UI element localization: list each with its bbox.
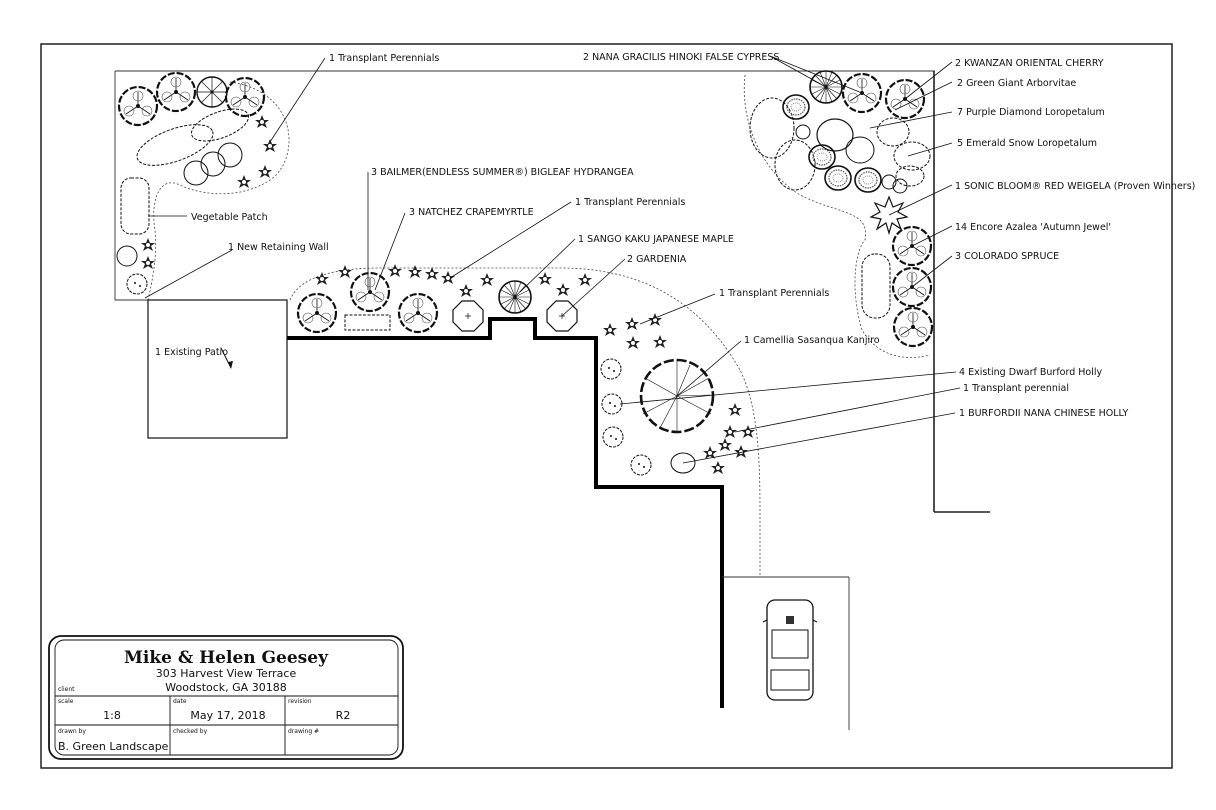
existing-patio: [147, 299, 288, 439]
label-existing-patio: 1 Existing Patio: [155, 347, 228, 358]
scale-value: 1:8: [103, 709, 121, 722]
property-lines: [114, 70, 990, 513]
label-sonic-bloom: 1 SONIC BLOOM® RED WEIGELA (Proven Winne…: [955, 181, 1195, 192]
label-green-giant: 2 Green Giant Arborvitae: [957, 78, 1076, 89]
label-emerald-snow: 5 Emerald Snow Loropetalum: [957, 138, 1097, 149]
revision-caption: revision: [288, 698, 312, 705]
scale-caption: scale: [58, 698, 74, 705]
address-line-2: Woodstock, GA 30188: [165, 681, 286, 694]
address-line-1: 303 Harvest View Terrace: [156, 667, 297, 680]
drawn-by-caption: drawn by: [58, 728, 86, 735]
car: [762, 599, 818, 701]
leader-lines: [144, 55, 961, 464]
label-colorado-spruce: 3 COLORADO SPRUCE: [955, 251, 1059, 262]
plant-labels: 1 Transplant Perennials Vegetable Patch …: [155, 52, 1195, 419]
drawing-number-caption: drawing #: [288, 728, 319, 735]
planting-beds: [147, 74, 931, 575]
label-gardenia: 2 GARDENIA: [627, 254, 687, 265]
label-kwanzan-cherry: 2 KWANZAN ORIENTAL CHERRY: [955, 58, 1104, 69]
label-purple-diamond: 7 Purple Diamond Loropetalum: [957, 107, 1105, 118]
sheet-border: [40, 43, 1173, 769]
title-block: Mike & Helen Geesey 303 Harvest View Ter…: [48, 635, 404, 760]
date-caption: date: [173, 698, 187, 705]
label-camellia: 1 Camellia Sasanqua Kanjiro: [744, 335, 880, 346]
middle-plantings: [296, 264, 667, 349]
label-transplant-perennial: 1 Transplant perennial: [963, 383, 1069, 394]
top-left-plantings: [116, 71, 277, 295]
label-natchez-crapemyrtle: 3 NATCHEZ CRAPEMYRTLE: [409, 207, 534, 218]
drawn-by-value: B. Green Landscape: [58, 740, 169, 753]
client-name: Mike & Helen Geesey: [124, 648, 329, 668]
label-dwarf-burford: 4 Existing Dwarf Burford Holly: [959, 367, 1103, 378]
label-sango-kaku-maple: 1 SANGO KAKU JAPANESE MAPLE: [578, 234, 734, 245]
driveway: [722, 576, 850, 730]
checked-by-caption: checked by: [173, 728, 208, 735]
label-vegetable-patch: Vegetable Patch: [191, 212, 268, 223]
right-plantings: [749, 70, 934, 348]
revision-value: R2: [336, 709, 351, 722]
label-new-retaining-wall: 1 New Retaining Wall: [228, 242, 329, 253]
retaining-wall: [287, 317, 724, 708]
label-transplant-perennials-mid: 1 Transplant Perennials: [575, 197, 685, 208]
camellia-area: [600, 358, 755, 476]
label-nana-gracilis: 2 NANA GRACILIS HINOKI FALSE CYPRESS: [583, 52, 779, 63]
label-encore-azalea: 14 Encore Azalea 'Autumn Jewel': [955, 222, 1111, 233]
date-value: May 17, 2018: [190, 709, 265, 722]
label-burfordii-holly: 1 BURFORDII NANA CHINESE HOLLY: [959, 408, 1129, 419]
label-transplant-perennials-top: 1 Transplant Perennials: [329, 53, 439, 64]
client-caption: client: [58, 686, 75, 693]
label-transplant-perennials-right: 1 Transplant Perennials: [719, 288, 829, 299]
label-bailmer-hydrangea: 3 BAILMER(ENDLESS SUMMER®) BIGLEAF HYDRA…: [371, 167, 634, 178]
